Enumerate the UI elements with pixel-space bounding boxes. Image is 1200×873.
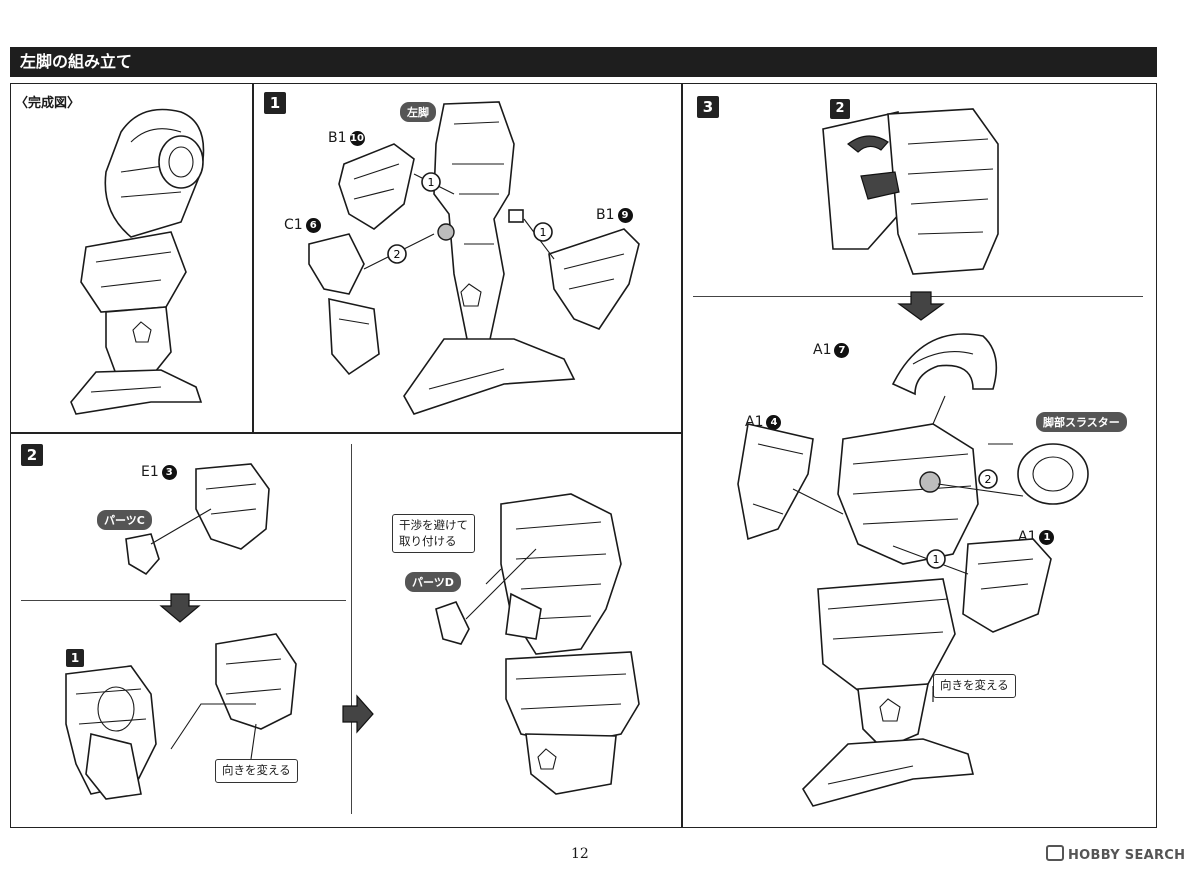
order-mark-2: 2 bbox=[394, 248, 401, 261]
tag-parts-c: パーツC bbox=[97, 510, 152, 530]
step-number-badge: 3 bbox=[697, 96, 719, 118]
step2-assembly-illustration bbox=[65, 463, 640, 800]
complete-view-title: 〈完成図〉 bbox=[15, 96, 81, 111]
step-number-badge: 2 bbox=[21, 444, 43, 466]
hobby-search-logo: HOBBY SEARCH bbox=[1046, 845, 1185, 863]
order-mark-1a: 1 bbox=[428, 176, 435, 189]
panel-complete-view: 〈完成図〉 bbox=[10, 83, 253, 433]
note-change-direction: 向きを変える bbox=[933, 674, 1016, 698]
order-mark-1: 1 bbox=[933, 553, 940, 566]
logo-mark-icon bbox=[1046, 845, 1064, 861]
step3-assembly-illustration: 2 1 bbox=[737, 108, 1089, 807]
sub-step-badge: 1 bbox=[66, 649, 84, 667]
order-mark-1b: 1 bbox=[540, 226, 547, 239]
tag-leg-thruster: 脚部スラスター bbox=[1036, 412, 1127, 432]
tag-left-leg: 左脚 bbox=[400, 102, 436, 122]
sub-step-badge: 2 bbox=[830, 99, 850, 119]
step-number-badge: 1 bbox=[264, 92, 286, 114]
panel2-divider-vertical bbox=[351, 444, 352, 814]
section-title: 左脚の組み立て bbox=[20, 52, 133, 71]
section-title-bar: 左脚の組み立て bbox=[10, 47, 1157, 77]
order-mark-2: 2 bbox=[985, 473, 992, 486]
note-avoid-interference: 干渉を避けて 取り付ける bbox=[392, 514, 475, 554]
note-change-direction: 向きを変える bbox=[215, 759, 298, 783]
step1-assembly-illustration: 1 2 1 bbox=[308, 101, 640, 415]
tag-parts-d: パーツD bbox=[405, 572, 461, 592]
completed-leg-illustration bbox=[70, 108, 205, 415]
page-number: 12 bbox=[571, 846, 589, 862]
